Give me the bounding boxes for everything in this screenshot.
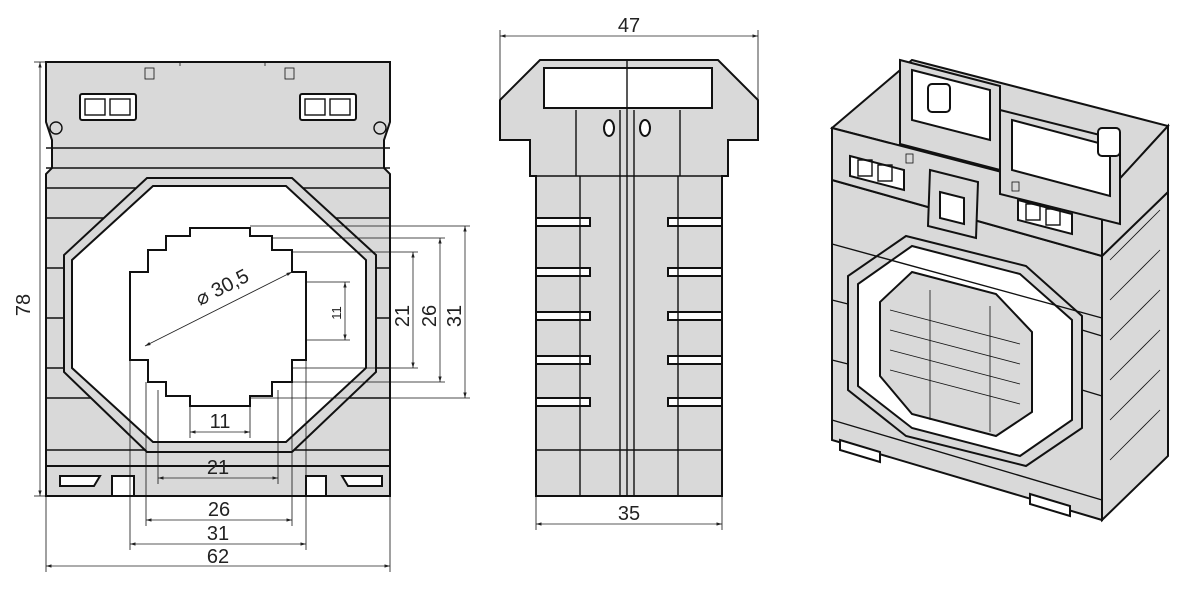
- side-dimensions: 47 35: [499, 15, 759, 530]
- dim-31-bottom-label: 31: [207, 523, 229, 545]
- dim-11-bottom-label: 11: [210, 411, 231, 433]
- dim-26-vertical-label: 26: [419, 305, 441, 327]
- dim-21-bottom-label: 21: [207, 457, 229, 479]
- isometric-view: [829, 58, 1170, 523]
- dim-62-label: 62: [207, 546, 229, 568]
- dim-47-label: 47: [618, 15, 640, 37]
- dim-11-vertical-label: 11: [329, 306, 344, 320]
- iso-terminal-right: [1017, 198, 1073, 236]
- height-78-label: 78: [13, 294, 35, 316]
- side-view: [499, 59, 759, 497]
- dim-31-vertical-label: 31: [444, 305, 466, 327]
- front-terminal-left: [79, 93, 137, 121]
- side-ribs-right: [667, 217, 723, 407]
- dim-21-vertical-label: 21: [392, 305, 414, 327]
- iso-primary-window: [879, 270, 1033, 438]
- front-primary-window: [129, 227, 307, 407]
- front-terminal-right: [299, 93, 357, 121]
- iso-terminal-left: [849, 154, 905, 192]
- side-body-outline: [499, 59, 759, 497]
- side-ribs-left: [535, 217, 591, 407]
- dim-35-label: 35: [618, 503, 640, 525]
- dim-26-bottom-label: 26: [208, 499, 230, 521]
